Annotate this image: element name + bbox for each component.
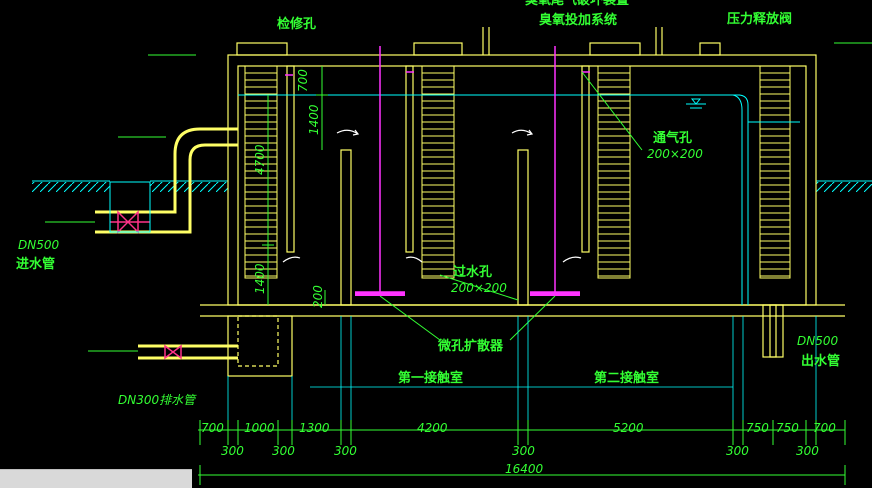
dim-row2-300d: 300 <box>512 444 535 458</box>
dimension-ticks <box>199 420 846 485</box>
leader-lines <box>45 42 872 352</box>
drain-pipe <box>138 344 238 360</box>
dim-row1-4200: 4200 <box>417 421 448 435</box>
manhole-label: 检修孔 <box>277 16 316 32</box>
chamber-2-label: 第二接触室 <box>594 370 659 386</box>
inlet-pipe <box>95 127 238 234</box>
column-guides <box>227 316 817 420</box>
dim-700-vertical: 700 <box>296 69 310 92</box>
chamber-1-label: 第一接触室 <box>398 370 463 386</box>
dimension-lines <box>198 66 845 476</box>
dim-row2-300e: 300 <box>726 444 749 458</box>
dim-row1-1000: 1000 <box>244 421 275 435</box>
diffuser-label: 微孔扩散器 <box>437 338 504 354</box>
dim-row2-300c: 300 <box>334 444 357 458</box>
dim-1400-vertical-lower: 1400 <box>253 263 267 294</box>
outlet-size-label: DN500 <box>797 334 838 348</box>
ladders <box>244 65 791 279</box>
dim-row2-300b: 300 <box>272 444 295 458</box>
cad-window-tab[interactable] <box>0 469 192 488</box>
outlet-label: 出水管 <box>801 353 840 369</box>
flow-arrows <box>282 129 582 263</box>
drain-label: DN300排水管 <box>118 393 197 407</box>
dim-row2-300a: 300 <box>221 444 244 458</box>
pressure-valve-label: 压力释放阀 <box>727 11 792 27</box>
dim-row1-750a: 750 <box>746 421 769 435</box>
ozone-system-label: 臭氧投加系统 <box>539 12 617 28</box>
top-partial-label: 臭氧尾气破坏装置 <box>525 0 629 8</box>
dim-1400-vertical-upper: 1400 <box>307 104 321 135</box>
dim-row1-1300: 1300 <box>299 421 330 435</box>
inlet-label: 进水管 <box>16 256 55 272</box>
vent-hole-label: 通气孔 <box>653 130 692 146</box>
dim-row1-700a: 700 <box>201 421 224 435</box>
dim-4700-vertical: 4700 <box>253 144 267 175</box>
diffuser-heads <box>355 292 580 296</box>
vent-hole-size: 200×200 <box>647 147 703 161</box>
dim-row1-700b: 700 <box>813 421 836 435</box>
dim-row1-5200: 5200 <box>613 421 644 435</box>
dim-200-vertical: 200 <box>311 285 325 308</box>
dim-row1-750b: 750 <box>776 421 799 435</box>
dim-row2-300f: 300 <box>796 444 819 458</box>
dim-total-16400: 16400 <box>505 462 544 476</box>
water-hole-label: 过水孔 <box>453 264 492 280</box>
water-hole-size: 200×200 <box>451 281 507 295</box>
inlet-size-label: DN500 <box>18 238 59 252</box>
